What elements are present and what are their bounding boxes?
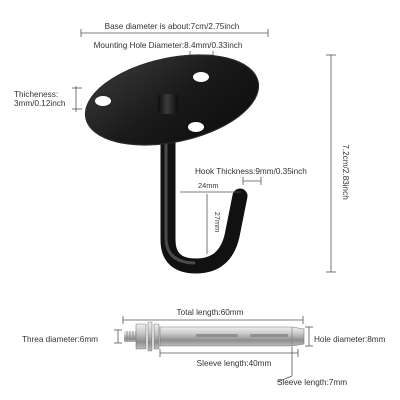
sleeve-thickness-label: Sleeve length:7mm: [277, 378, 347, 387]
base-diameter-dimension: Base diameter is about:7cm/2.75inch: [80, 22, 269, 37]
thread-diameter-label: Threa diameter:6mm: [22, 335, 98, 344]
sleeve-thickness-dimension: Sleeve length:7mm: [276, 347, 347, 387]
sleeve-length-label: Sleeve length:40mm: [197, 359, 272, 368]
hole-diameter-label: Hole diameter:8mm: [314, 335, 386, 344]
thickness-value: 3mm/0.12inch: [14, 99, 66, 108]
mounting-hole-label: Mounting Hole Diameter:8.4mm/0.33inch: [94, 41, 243, 50]
thickness-dimension: Thicheness: 3mm/0.12inch: [14, 86, 82, 112]
ceiling-hook-icon: [84, 54, 260, 274]
hook-thickness-dimension: Hook Thickness:9mm/0.35inch: [195, 167, 307, 185]
height-label: 7.2cm/2.83inch: [341, 144, 350, 200]
total-length-label: Total length:60mm: [177, 308, 244, 317]
thickness-title: Thicheness:: [14, 90, 58, 99]
hook-depth-dimension: 27mm: [206, 194, 222, 254]
hook-width-dimension: 24mm: [180, 181, 241, 193]
thread-diameter-dimension: Threa diameter:6mm: [22, 329, 122, 344]
height-dimension: 7.2cm/2.83inch: [326, 54, 350, 273]
hole-diameter-dimension: Hole diameter:8mm: [305, 326, 386, 347]
expansion-bolt-icon: [124, 321, 305, 352]
base-diameter-label: Base diameter is about:7cm/2.75inch: [105, 22, 240, 31]
hook-thickness-label: Hook Thickness:9mm/0.35inch: [195, 167, 307, 176]
total-length-dimension: Total length:60mm: [122, 308, 304, 324]
hook-depth-label: 27mm: [213, 212, 222, 233]
hook-width-label: 24mm: [198, 181, 219, 190]
sleeve-length-dimension: Sleeve length:40mm: [159, 349, 299, 368]
